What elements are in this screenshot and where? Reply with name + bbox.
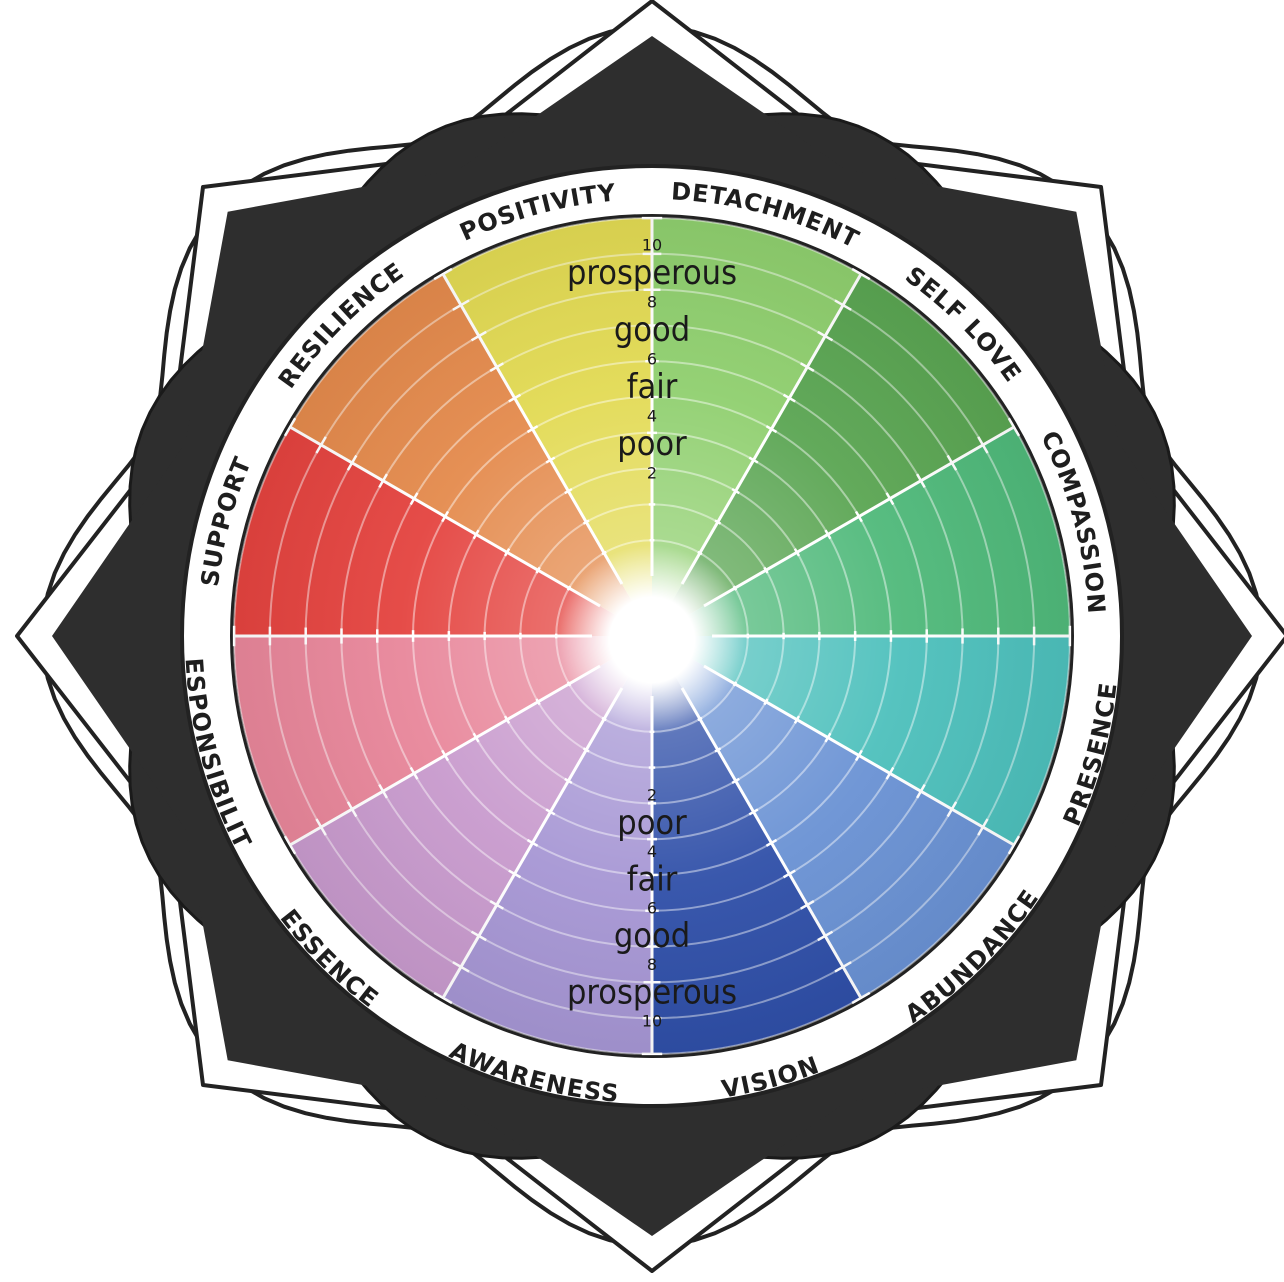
scale-word: fair — [627, 367, 678, 407]
scale-number: 10 — [642, 1012, 662, 1031]
scale-number: 6 — [647, 899, 657, 918]
scale-number: 2 — [647, 786, 657, 805]
scale-word: fair — [627, 859, 678, 899]
scale-word: prosperous — [567, 972, 737, 1012]
scale-number: 4 — [647, 842, 657, 861]
scale-word: poor — [617, 424, 687, 464]
scale-number: 2 — [647, 464, 657, 483]
center-glow — [557, 545, 747, 735]
scale-word: good — [614, 310, 690, 350]
scale-number: 10 — [642, 236, 662, 255]
scale-number: 6 — [647, 350, 657, 369]
scale-number: 8 — [647, 293, 657, 312]
scale-word: poor — [617, 803, 687, 843]
scale-number: 8 — [647, 955, 657, 974]
scale-word: prosperous — [567, 253, 737, 293]
scale-word: good — [614, 916, 690, 956]
scale-number: 4 — [647, 407, 657, 426]
